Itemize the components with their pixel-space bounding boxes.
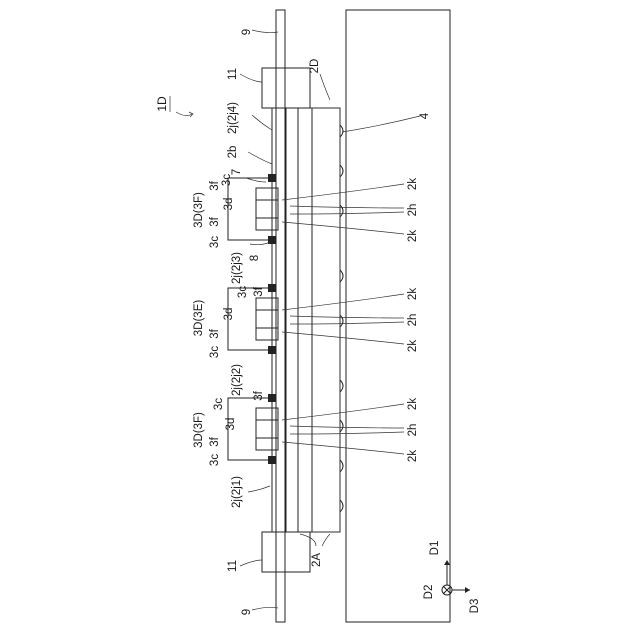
label-2k-c2: 2k xyxy=(407,450,419,462)
label-3D3F-bottom: 3D(3F) xyxy=(193,412,205,448)
label-3f-b2: 3f xyxy=(209,328,221,338)
lead-wire-9 xyxy=(276,10,285,622)
label-3c-a1: 3c xyxy=(221,174,233,186)
label-3f-a1: 3f xyxy=(209,180,221,190)
leader-lines xyxy=(240,30,420,610)
label-9-bottom: 9 xyxy=(241,609,253,615)
d3-arrow-icon xyxy=(465,587,470,593)
figure-id-label: 1D xyxy=(155,96,169,112)
label-2j4: 2j(2j4) xyxy=(227,102,239,134)
label-2D: 2D xyxy=(309,59,321,74)
label-2h-c: 2h xyxy=(407,424,419,437)
figure-id: 1D xyxy=(155,96,193,117)
label-9-top: 9 xyxy=(241,29,253,35)
label-2k-a2: 2k xyxy=(407,230,419,242)
label-2k-b2: 2k xyxy=(407,340,419,352)
label-3f-c1: 3f xyxy=(253,390,265,400)
d1-arrow-icon xyxy=(444,560,450,565)
label-3c-c1: 3c xyxy=(213,398,225,410)
label-2A: 2A xyxy=(311,553,323,567)
direction-axes: D1 D2 D3 xyxy=(423,541,481,614)
axis-label-d1: D1 xyxy=(429,541,441,556)
element-housing-3D-top xyxy=(228,174,278,244)
label-2k-a1: 2k xyxy=(407,178,419,190)
clamp-block-top-11 xyxy=(262,68,310,108)
label-11-bottom: 11 xyxy=(227,560,239,572)
label-3c-a2: 3c xyxy=(209,236,221,248)
label-2k-b1: 2k xyxy=(407,288,419,300)
label-3c-c2: 3c xyxy=(209,454,221,466)
label-4: 4 xyxy=(419,112,431,119)
label-2b: 2b xyxy=(227,146,239,159)
label-3D3E: 3D(3E) xyxy=(193,300,205,337)
label-3d-b: 3d xyxy=(223,308,235,321)
label-2j3: 2j(2j3) xyxy=(231,252,243,284)
label-2k-c1: 2k xyxy=(407,398,419,410)
label-3d-c: 3d xyxy=(225,418,237,431)
axis-label-d2: D2 xyxy=(423,585,435,600)
label-3c-b2: 3c xyxy=(209,346,221,358)
layer-stack-2A xyxy=(272,108,340,532)
clamp-block-bottom-11 xyxy=(262,532,310,572)
label-3d-a: 3d xyxy=(223,198,235,211)
label-2j1: 2j(2j1) xyxy=(231,476,243,508)
label-3f-c2: 3f xyxy=(209,436,221,446)
label-3f-b1: 3f xyxy=(253,286,265,296)
base-block-4 xyxy=(346,10,450,622)
label-3D3F-top: 3D(3F) xyxy=(193,192,205,228)
label-2h-a: 2h xyxy=(407,204,419,217)
label-2h-b: 2h xyxy=(407,314,419,327)
label-3f-a2: 3f xyxy=(209,216,221,226)
label-8: 8 xyxy=(249,255,261,261)
axis-label-d3: D3 xyxy=(469,599,481,614)
label-3c-b1: 3c xyxy=(237,286,249,298)
label-2j2: 2j(2j2) xyxy=(231,364,243,396)
label-11-top: 11 xyxy=(227,68,239,80)
